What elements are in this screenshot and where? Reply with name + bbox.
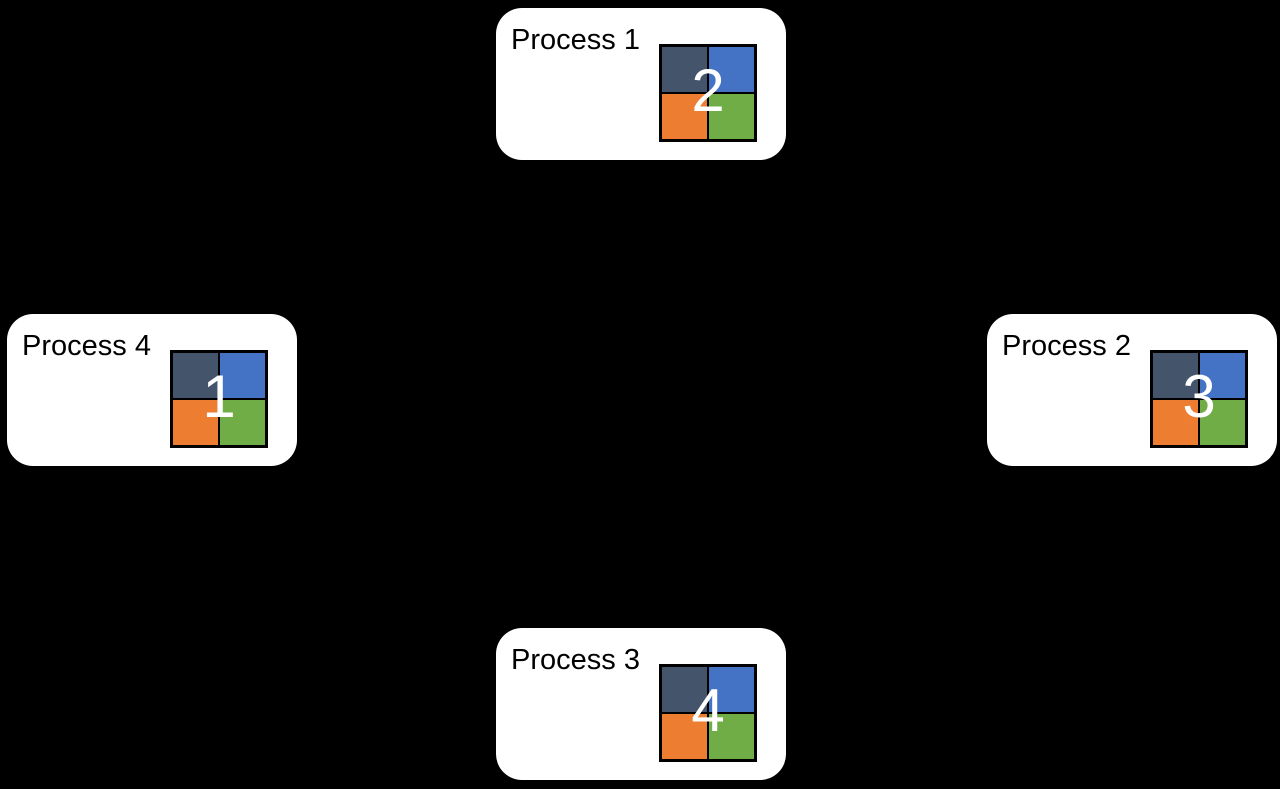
quad-squares-icon: 1 bbox=[170, 350, 268, 448]
grid-cell-bottom-right bbox=[709, 94, 754, 139]
grid-cell-bottom-left bbox=[662, 94, 707, 139]
quad-squares-icon: 3 bbox=[1150, 350, 1248, 448]
process-label: Process 4 bbox=[22, 330, 151, 362]
rank-number: 3 bbox=[1182, 363, 1216, 431]
grid-cell-top-left bbox=[662, 47, 707, 92]
grid-cell-bottom-left bbox=[662, 714, 707, 759]
rank-number: 4 bbox=[691, 677, 725, 745]
grid-cell-top-left bbox=[1153, 353, 1198, 398]
rank-number: 1 bbox=[202, 363, 236, 431]
grid-cell-bottom-right bbox=[709, 714, 754, 759]
grid-cell-bottom-left bbox=[1153, 400, 1198, 445]
grid-cell-top-left bbox=[173, 353, 218, 398]
process-node-1: Process 1 2 bbox=[496, 8, 786, 160]
grid-cell-top-right bbox=[709, 667, 754, 712]
quad-squares-icon: 4 bbox=[659, 664, 757, 762]
process-node-3: Process 3 4 bbox=[496, 628, 786, 780]
rank-number: 2 bbox=[691, 57, 725, 125]
process-node-4: Process 4 1 bbox=[7, 314, 297, 466]
grid-cell-top-left bbox=[662, 667, 707, 712]
process-label: Process 1 bbox=[511, 24, 640, 56]
grid-cell-top-right bbox=[709, 47, 754, 92]
process-label: Process 3 bbox=[511, 644, 640, 676]
grid-cell-bottom-right bbox=[220, 400, 265, 445]
grid-cell-top-right bbox=[1200, 353, 1245, 398]
process-node-2: Process 2 3 bbox=[987, 314, 1277, 466]
process-label: Process 2 bbox=[1002, 330, 1131, 362]
grid-cell-bottom-left bbox=[173, 400, 218, 445]
quad-squares-icon: 2 bbox=[659, 44, 757, 142]
grid-cell-bottom-right bbox=[1200, 400, 1245, 445]
grid-cell-top-right bbox=[220, 353, 265, 398]
